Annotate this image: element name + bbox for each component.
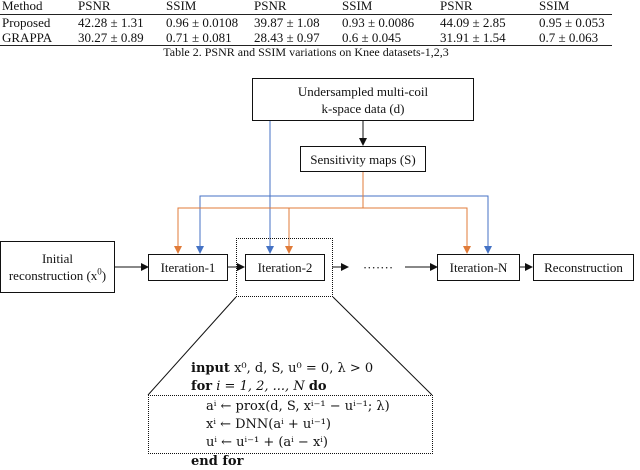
zoom-line-left bbox=[147, 296, 237, 396]
algo-for-keyword: for bbox=[191, 379, 213, 394]
iteration-n-label: Iteration-N bbox=[449, 260, 508, 275]
table-cell: 44.09 ± 2.85 bbox=[438, 14, 537, 30]
ellipsis-label: ······· bbox=[362, 260, 394, 275]
table-cell: 0.95 ± 0.053 bbox=[537, 14, 612, 30]
kspace-label-line2: k-space data (d) bbox=[321, 100, 405, 116]
algo-do-keyword: do bbox=[308, 379, 327, 394]
algo-end-keyword: end for bbox=[191, 454, 244, 469]
table-cell: Proposed bbox=[0, 14, 76, 30]
table-caption: Table 2. PSNR and SSIM variations on Kne… bbox=[163, 45, 449, 59]
initial-reconstruction-box: Initial reconstruction (x0) bbox=[0, 241, 115, 293]
table-row: GRAPPA 30.27 ± 0.89 0.71 ± 0.081 28.43 ±… bbox=[0, 30, 612, 46]
table-cell: 42.28 ± 1.31 bbox=[76, 14, 164, 30]
header-cell: PSNR bbox=[440, 0, 473, 13]
algorithm-loop-box bbox=[148, 395, 433, 454]
iteration-1-box: Iteration-1 bbox=[148, 254, 228, 281]
arrow-blue-iterN bbox=[270, 195, 492, 254]
algo-input-text: x⁰, d, S, u⁰ = 0, λ > 0 bbox=[234, 361, 374, 376]
arrow-blue-iter1 bbox=[196, 195, 270, 254]
algo-input-line: input x⁰, d, S, u⁰ = 0, λ > 0 bbox=[191, 360, 373, 377]
initial-label-close: ) bbox=[101, 268, 107, 283]
sensitivity-label: Sensitivity maps (S) bbox=[310, 151, 416, 167]
table-cell: 0.7 ± 0.063 bbox=[537, 30, 612, 46]
header-cell: SSIM bbox=[539, 0, 570, 13]
reconstruction-box: Reconstruction bbox=[533, 254, 634, 281]
algo-end-line: end for bbox=[191, 453, 243, 470]
algo-input-keyword: input bbox=[191, 361, 230, 376]
table-cell: GRAPPA bbox=[0, 30, 76, 46]
table-row: Proposed 42.28 ± 1.31 0.96 ± 0.0108 39.8… bbox=[0, 14, 612, 30]
iteration-2-label: Iteration-2 bbox=[257, 260, 313, 275]
iteration-1-label: Iteration-1 bbox=[160, 260, 216, 275]
ellipsis-dots: ······· bbox=[350, 254, 406, 281]
header-cell: PSNR bbox=[254, 0, 287, 13]
header-cell: Method bbox=[2, 0, 43, 13]
table-cell: 0.93 ± 0.0086 bbox=[340, 14, 438, 30]
results-table: Method PSNR SSIM PSNR SSIM PSNR SSIM Pro… bbox=[0, 0, 612, 46]
arrow-orange-iterN bbox=[363, 207, 471, 254]
table-header-row: Method PSNR SSIM PSNR SSIM PSNR SSIM bbox=[0, 0, 612, 15]
iteration-2-box: Iteration-2 bbox=[245, 254, 325, 281]
table-cell: 0.6 ± 0.045 bbox=[340, 30, 438, 46]
header-cell: SSIM bbox=[166, 0, 197, 13]
initial-label-sup: 0 bbox=[97, 266, 102, 277]
initial-label-line2: reconstruction (x0) bbox=[9, 267, 106, 284]
initial-label-line1: Initial bbox=[41, 251, 74, 266]
algo-step-2: xⁱ ← DNN(aⁱ + uⁱ⁻¹) bbox=[206, 417, 332, 432]
table-cell: 0.71 ± 0.081 bbox=[164, 30, 252, 46]
table-cell: 31.91 ± 1.54 bbox=[438, 30, 537, 46]
kspace-data-box: Undersampled multi-coil k-space data (d) bbox=[252, 78, 474, 121]
header-cell: SSIM bbox=[342, 0, 373, 13]
iteration-2-highlight bbox=[236, 238, 333, 297]
header-cell: PSNR bbox=[78, 0, 111, 13]
algo-for-text: i = 1, 2, ..., N bbox=[216, 379, 305, 394]
iteration-n-box: Iteration-N bbox=[437, 254, 520, 281]
algo-step-1: aⁱ ← prox(d, S, xⁱ⁻¹ − uⁱ⁻¹; λ) bbox=[206, 399, 390, 414]
algo-step-3: uⁱ ← uⁱ⁻¹ + (aⁱ − xⁱ) bbox=[206, 435, 328, 450]
reconstruction-label: Reconstruction bbox=[544, 260, 623, 275]
algo-for-line: for i = 1, 2, ..., N do bbox=[191, 378, 327, 395]
zoom-line-right bbox=[332, 296, 433, 396]
table-cell: 28.43 ± 0.97 bbox=[252, 30, 340, 46]
table-cell: 0.96 ± 0.0108 bbox=[164, 14, 252, 30]
initial-label-text: reconstruction (x bbox=[8, 268, 98, 283]
table-cell: 30.27 ± 0.89 bbox=[76, 30, 164, 46]
table-cell: 39.87 ± 1.08 bbox=[252, 14, 340, 30]
sensitivity-maps-box: Sensitivity maps (S) bbox=[300, 146, 426, 172]
kspace-label-line1: Undersampled multi-coil bbox=[297, 83, 429, 99]
